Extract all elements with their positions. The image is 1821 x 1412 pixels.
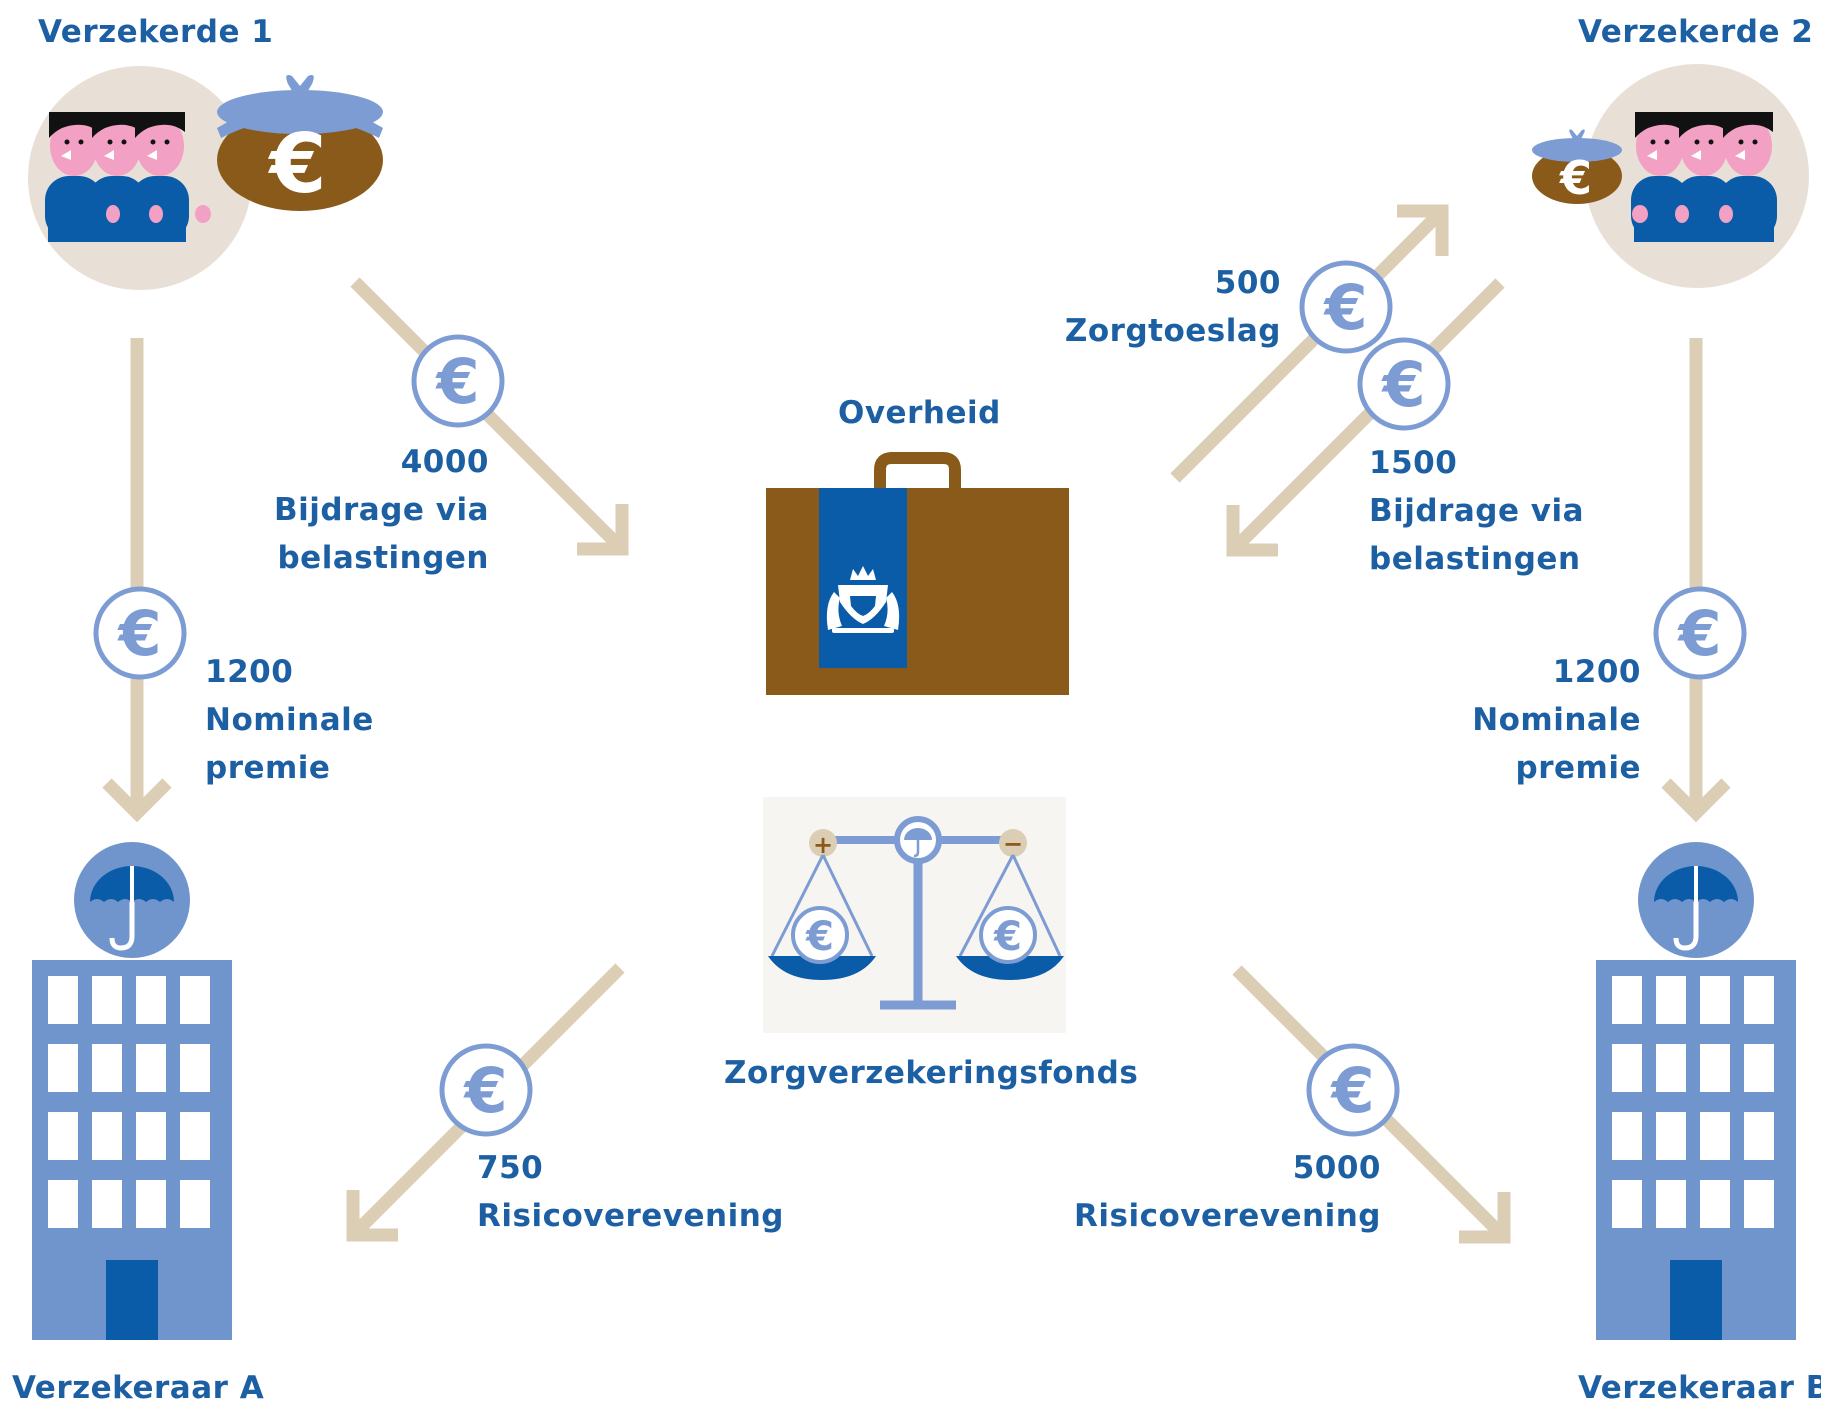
flow-text: Risicoverevening <box>477 1198 784 1234</box>
flow-risk-a-label: 750 Risicoverevening <box>477 1144 784 1240</box>
arrow-allowance-2 <box>1170 204 1449 483</box>
euro-coin-icon <box>1302 263 1390 351</box>
fund-title: Zorgverzekeringsfonds <box>724 1055 1139 1091</box>
arrow-nominal-2 <box>1661 338 1731 823</box>
government-title: Overheid <box>838 395 1001 431</box>
flow-text: Nominale <box>1472 702 1641 738</box>
euro-coin-icon <box>1309 1046 1397 1134</box>
flow-amount: 1200 <box>1552 654 1641 690</box>
flow-amount: 1200 <box>205 654 294 690</box>
euro-coin-icon <box>96 589 184 677</box>
svg-text:€: € <box>1559 151 1592 205</box>
building-icon <box>32 842 232 1340</box>
flow-amount: 750 <box>477 1150 544 1186</box>
briefcase-icon <box>766 452 1069 695</box>
flow-amount: 1500 <box>1369 445 1458 481</box>
flow-text: Zorgtoeslag <box>1064 313 1281 349</box>
flow-text: Risicoverevening <box>1074 1198 1381 1234</box>
euro-coin-icon <box>1656 589 1744 677</box>
flow-text: Bijdrage via <box>1369 493 1585 529</box>
svg-text:€: € <box>805 914 834 960</box>
svg-text:+: + <box>813 831 833 859</box>
svg-text:€: € <box>267 117 326 212</box>
flow-amount: 5000 <box>1292 1150 1381 1186</box>
flow-text: premie <box>1515 750 1641 786</box>
arrow-tax-2 <box>1226 278 1505 557</box>
flow-nominal-1-label: 1200 Nominale premie <box>205 648 374 792</box>
insured-2-group: € <box>1532 64 1809 288</box>
arrow-nominal-1 <box>102 338 172 823</box>
flow-text: Bijdrage via <box>273 492 489 528</box>
flow-amount: 4000 <box>400 444 489 480</box>
euro-coin-icon <box>442 1046 530 1134</box>
euro-coin-icon <box>1360 340 1448 428</box>
insured-1-title: Verzekerde 1 <box>38 14 274 50</box>
flow-text: Nominale <box>205 702 374 738</box>
flow-tax-1-label: 4000 Bijdrage via belastingen <box>274 438 489 582</box>
svg-text:−: − <box>1003 830 1023 858</box>
coat-of-arms-icon <box>826 566 900 633</box>
flow-text: belastingen <box>1369 541 1581 577</box>
scale-icon: + − € € <box>763 797 1066 1033</box>
flow-nominal-2-label: 1200 Nominale premie <box>1472 648 1641 792</box>
insurer-a-title: Verzekeraar A <box>12 1370 265 1406</box>
insured-1-group: € <box>28 66 383 290</box>
flow-allowance-2-label: 500 Zorgtoeslag <box>1065 259 1281 355</box>
flow-risk-b-label: 5000 Risicoverevening <box>1074 1144 1381 1240</box>
purse-icon: € <box>1532 129 1622 205</box>
svg-text:€: € <box>993 914 1022 960</box>
flow-text: premie <box>205 750 331 786</box>
insured-2-title: Verzekerde 2 <box>1578 14 1814 50</box>
euro-coin-icon <box>414 337 502 425</box>
insurer-b-title: Verzekeraar B <box>1578 1370 1821 1406</box>
flow-tax-2-label: 1500 Bijdrage via belastingen <box>1369 439 1584 583</box>
building-icon <box>1596 842 1796 1340</box>
flow-amount: 500 <box>1214 265 1281 301</box>
flow-text: belastingen <box>277 540 489 576</box>
purse-icon: € <box>217 75 383 212</box>
